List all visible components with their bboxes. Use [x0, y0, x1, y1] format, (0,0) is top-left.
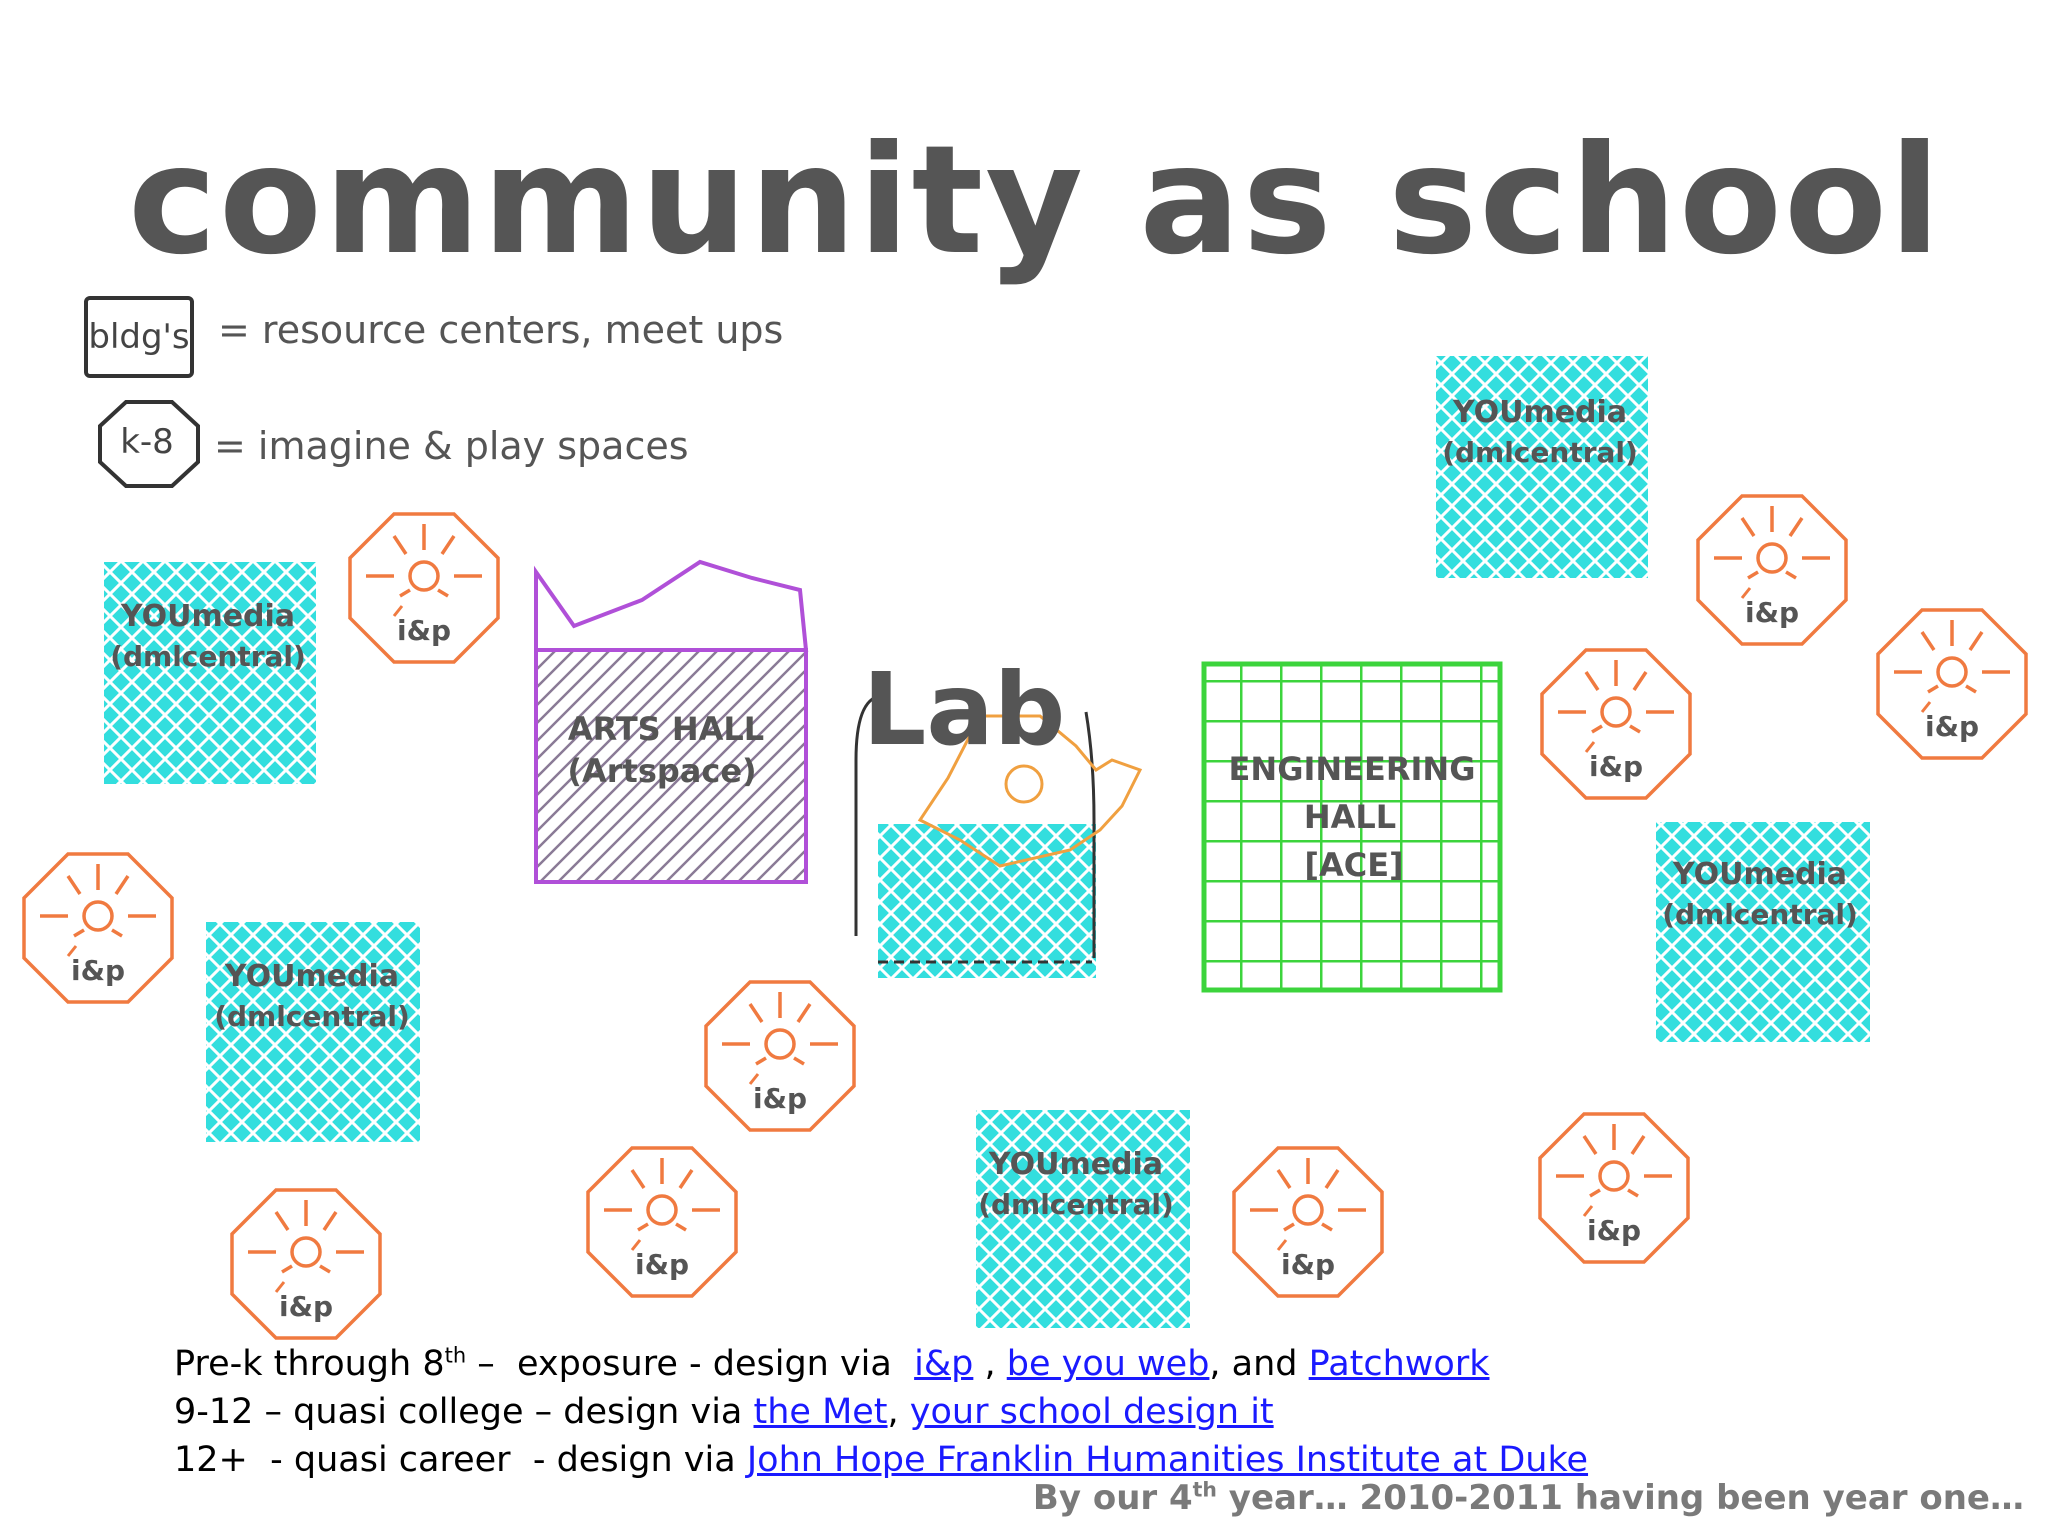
youmedia-block: YOUmedia (dmlcentral) [104, 562, 316, 784]
ip-label: i&p [279, 1290, 333, 1323]
imagine-play-space-icon: i&p [704, 980, 856, 1132]
pathway-prek8-mid: – exposure - design via [466, 1344, 915, 1384]
arts-hall-building: ARTS HALL (Artspace) [534, 559, 809, 884]
legend-kspace-text: = imagine & play spaces [214, 424, 689, 468]
arts-hall-label: ARTS HALL [568, 710, 764, 748]
imagine-play-space-icon: i&p [586, 1146, 738, 1298]
youmedia-sublabel: (dmlcentral) [110, 640, 306, 673]
slide-title: community as school [128, 114, 1943, 288]
pathway-line-12-plus: 12+ - quasi career - design via John Hop… [174, 1436, 1588, 1484]
link-john-hope-franklin-institute[interactable]: John Hope Franklin Humanities Institute … [746, 1440, 1589, 1480]
link-the-met[interactable]: the Met [753, 1392, 888, 1432]
legend-octagon-icon [98, 400, 200, 488]
separator: , and [1209, 1344, 1309, 1384]
pathway-12-plus-text: 12+ - quasi career - design via [174, 1440, 747, 1480]
ip-label: i&p [71, 954, 125, 987]
lab-label: Lab [863, 651, 1066, 768]
ip-label: i&p [1587, 1214, 1641, 1247]
ip-label: i&p [1281, 1248, 1335, 1281]
link-patchwork[interactable]: Patchwork [1308, 1344, 1490, 1384]
youmedia-label: YOUmedia [224, 959, 399, 994]
youmedia-sublabel: (dmlcentral) [978, 1188, 1174, 1221]
imagine-play-space-icon: i&p [348, 512, 500, 664]
arts-hall-sublabel: (Artspace) [567, 752, 756, 790]
imagine-play-space-icon: i&p [1696, 494, 1848, 646]
youmedia-label: YOUmedia [120, 599, 295, 634]
youmedia-block: YOUmedia (dmlcentral) [1656, 822, 1870, 1042]
youmedia-sublabel: (dmlcentral) [1662, 898, 1858, 931]
imagine-play-space-icon: i&p [1876, 608, 2028, 760]
imagine-play-space-icon: i&p [1538, 1112, 1690, 1264]
link-your-school-design-it[interactable]: your school design it [909, 1392, 1274, 1432]
ip-label: i&p [1589, 750, 1643, 783]
ip-label: i&p [1925, 710, 1979, 743]
footer-note: By our 4th year… 2010-2011 having been y… [1033, 1478, 2024, 1518]
separator: , [973, 1344, 1007, 1384]
legend-building-box: bldg's [84, 296, 194, 378]
separator: , [887, 1392, 910, 1432]
legend-building-label: bldg's [88, 317, 190, 357]
youmedia-label: YOUmedia [1452, 395, 1627, 430]
pathway-9-12-text: 9-12 – quasi college – design via [174, 1392, 754, 1432]
youmedia-block: YOUmedia (dmlcentral) [1436, 356, 1648, 578]
imagine-play-space-icon: i&p [22, 852, 174, 1004]
legend-kspace-label: k-8 [120, 422, 174, 462]
youmedia-block: YOUmedia (dmlcentral) [206, 922, 420, 1142]
lab-building: Lab [854, 651, 1143, 978]
ip-label: i&p [1745, 596, 1799, 629]
imagine-play-space-icon: i&p [230, 1188, 382, 1340]
imagine-play-space-icon: i&p [1540, 648, 1692, 800]
pathway-line-9-12: 9-12 – quasi college – design via the Me… [174, 1388, 1588, 1436]
youmedia-sublabel: (dmlcentral) [214, 1000, 410, 1033]
pathway-prek8-text: Pre-k through 8 [174, 1344, 445, 1384]
footer-text: By our 4 [1032, 1478, 1193, 1518]
engineering-hall-building: ENGINEERING HALL [ACE] [1201, 661, 1503, 993]
pathway-prek8-sup: th [444, 1343, 467, 1368]
youmedia-label: YOUmedia [1672, 857, 1847, 892]
link-be-you-web[interactable]: be you web [1006, 1344, 1210, 1384]
pathway-line-prek8: Pre-k through 8th – exposure - design vi… [174, 1340, 1588, 1388]
ip-label: i&p [753, 1082, 807, 1115]
design-pathways-list: Pre-k through 8th – exposure - design vi… [174, 1340, 1588, 1484]
youmedia-label: YOUmedia [988, 1147, 1163, 1182]
imagine-play-space-icon: i&p [1232, 1146, 1384, 1298]
ip-label: i&p [397, 614, 451, 647]
legend-building-text: = resource centers, meet ups [218, 308, 784, 352]
youmedia-sublabel: (dmlcentral) [1442, 436, 1638, 469]
engineering-hall-label: ENGINEERING [1229, 750, 1476, 788]
ip-label: i&p [635, 1248, 689, 1281]
engineering-hall-sublabel: HALL [1304, 798, 1396, 836]
youmedia-block: YOUmedia (dmlcentral) [976, 1110, 1190, 1328]
footer-text-post: year… 2010-2011 having been year one… [1216, 1478, 2024, 1518]
footer-sup: th [1192, 1477, 1217, 1502]
engineering-hall-code: [ACE] [1304, 846, 1403, 884]
link-ip[interactable]: i&p [914, 1344, 974, 1384]
